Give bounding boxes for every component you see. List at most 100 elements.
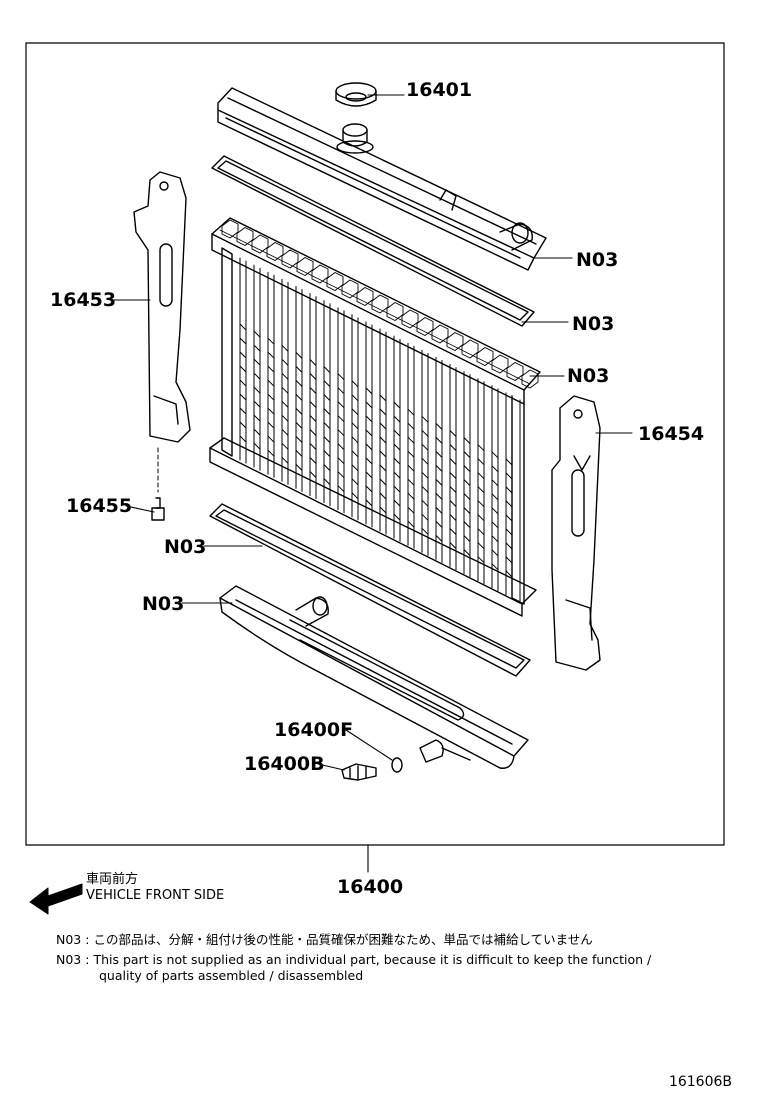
- header-tooth: [356, 287, 374, 306]
- header-tooth: [266, 242, 284, 261]
- header-tooth: [251, 234, 269, 254]
- header-tooth: [311, 264, 329, 284]
- core-fin: [365, 387, 373, 507]
- core-fin: [379, 394, 387, 514]
- core-fin: [421, 415, 429, 535]
- label-n03-lower-tank: N03: [142, 593, 184, 615]
- core-fin: [505, 458, 513, 578]
- diagram-code: 161606B: [668, 1074, 732, 1090]
- core-tube: [441, 360, 451, 567]
- header-tooth: [446, 332, 464, 351]
- header-tooth: [401, 309, 419, 329]
- core-fins: [231, 253, 521, 603]
- core-tube: [287, 281, 297, 489]
- label-n03-upper-tank: N03: [576, 249, 618, 271]
- note-en-line2: quality of parts assembled / disassemble…: [99, 968, 364, 983]
- diagram-frame: [25, 42, 725, 846]
- label-16454: 16454: [638, 423, 704, 445]
- header-tooth: [296, 257, 314, 276]
- leader-lines: [111, 94, 633, 873]
- core-tube: [259, 267, 269, 475]
- core-teeth: [221, 219, 539, 389]
- header-tooth: [221, 219, 239, 239]
- drain-o-ring: [391, 757, 403, 773]
- core-tube: [483, 381, 493, 589]
- header-tooth: [326, 272, 344, 291]
- core-tube: [315, 296, 325, 504]
- core-fin: [463, 437, 471, 557]
- core-fin: [239, 323, 247, 443]
- note-jp: N03 : この部品は、分解・組付け後の性能・品質確保が困難なため、単品では補給…: [56, 932, 593, 948]
- header-tooth: [236, 227, 254, 246]
- label-16455: 16455: [66, 495, 132, 517]
- lower-tank: [219, 585, 529, 769]
- core-left-side: [221, 247, 233, 457]
- label-16400: 16400: [337, 876, 403, 898]
- core-fin: [323, 366, 331, 486]
- core-top-header: [211, 217, 541, 405]
- core-fin: [477, 444, 485, 564]
- label-n03-upper-gasket: N03: [572, 313, 614, 335]
- core-fin: [253, 330, 261, 450]
- core-tube: [329, 303, 339, 511]
- header-tooth: [461, 339, 479, 359]
- label-16453: 16453: [50, 289, 116, 311]
- label-16401: 16401: [406, 79, 472, 101]
- bolt: [151, 447, 165, 521]
- core-fin: [281, 344, 289, 464]
- core-tube: [413, 345, 423, 553]
- header-tooth: [386, 302, 404, 321]
- core-fin: [267, 337, 275, 457]
- lower-gasket: [209, 503, 531, 677]
- core-tube: [231, 253, 241, 461]
- core-tube: [427, 352, 437, 560]
- header-tooth: [416, 317, 434, 336]
- left-support-bracket: [133, 171, 191, 443]
- core-fin: [351, 380, 359, 500]
- header-tooth: [476, 347, 494, 366]
- note-jp-code: N03 :: [56, 932, 90, 947]
- core-fin: [295, 351, 303, 471]
- upper-tank: [217, 87, 547, 271]
- core-fin: [491, 451, 499, 571]
- note-en: N03 : This part is not supplied as an in…: [56, 952, 651, 984]
- core-tube: [245, 260, 255, 468]
- core-tube: [371, 324, 381, 532]
- core-tube: [455, 367, 465, 575]
- label-16400B: 16400B: [244, 753, 325, 775]
- core-tube: [301, 289, 311, 496]
- radiator-cap: [335, 82, 377, 107]
- note-en-line1: This part is not supplied as an individu…: [93, 952, 652, 967]
- note-jp-text: この部品は、分解・組付け後の性能・品質確保が困難なため、単品では補給していません: [93, 932, 593, 947]
- core-tube: [385, 331, 395, 539]
- core-fin: [407, 408, 415, 528]
- label-16400F: 16400F: [274, 719, 353, 741]
- label-n03-lower-gasket: N03: [164, 536, 206, 558]
- header-tooth: [341, 279, 359, 299]
- core-right-side: [511, 395, 525, 605]
- core-fin: [309, 359, 317, 478]
- core-tube: [273, 274, 283, 482]
- part-labels: 16401 N03 N03 N03 16453 16454 16455 N03 …: [50, 79, 704, 898]
- right-support-bracket: [551, 395, 601, 671]
- drain-cock: [341, 763, 377, 781]
- core-bottom-header: [209, 437, 537, 617]
- core-tube: [469, 374, 479, 582]
- core-fin: [393, 401, 401, 521]
- header-tooth: [521, 369, 539, 389]
- vehicle-front-arrow-icon: [29, 883, 83, 915]
- core-tube: [497, 388, 507, 596]
- core-fin: [337, 373, 345, 493]
- header-tooth: [506, 362, 524, 381]
- vehicle-front-caption: 車両前方 VEHICLE FRONT SIDE: [86, 872, 224, 904]
- note-en-code: N03 :: [56, 952, 90, 967]
- label-n03-core: N03: [567, 365, 609, 387]
- header-tooth: [371, 294, 389, 314]
- core-fin: [435, 422, 443, 542]
- core-tube: [511, 395, 521, 603]
- core-tube: [357, 317, 367, 525]
- header-tooth: [431, 324, 449, 344]
- core-tube: [343, 310, 353, 518]
- upper-gasket: [211, 155, 535, 327]
